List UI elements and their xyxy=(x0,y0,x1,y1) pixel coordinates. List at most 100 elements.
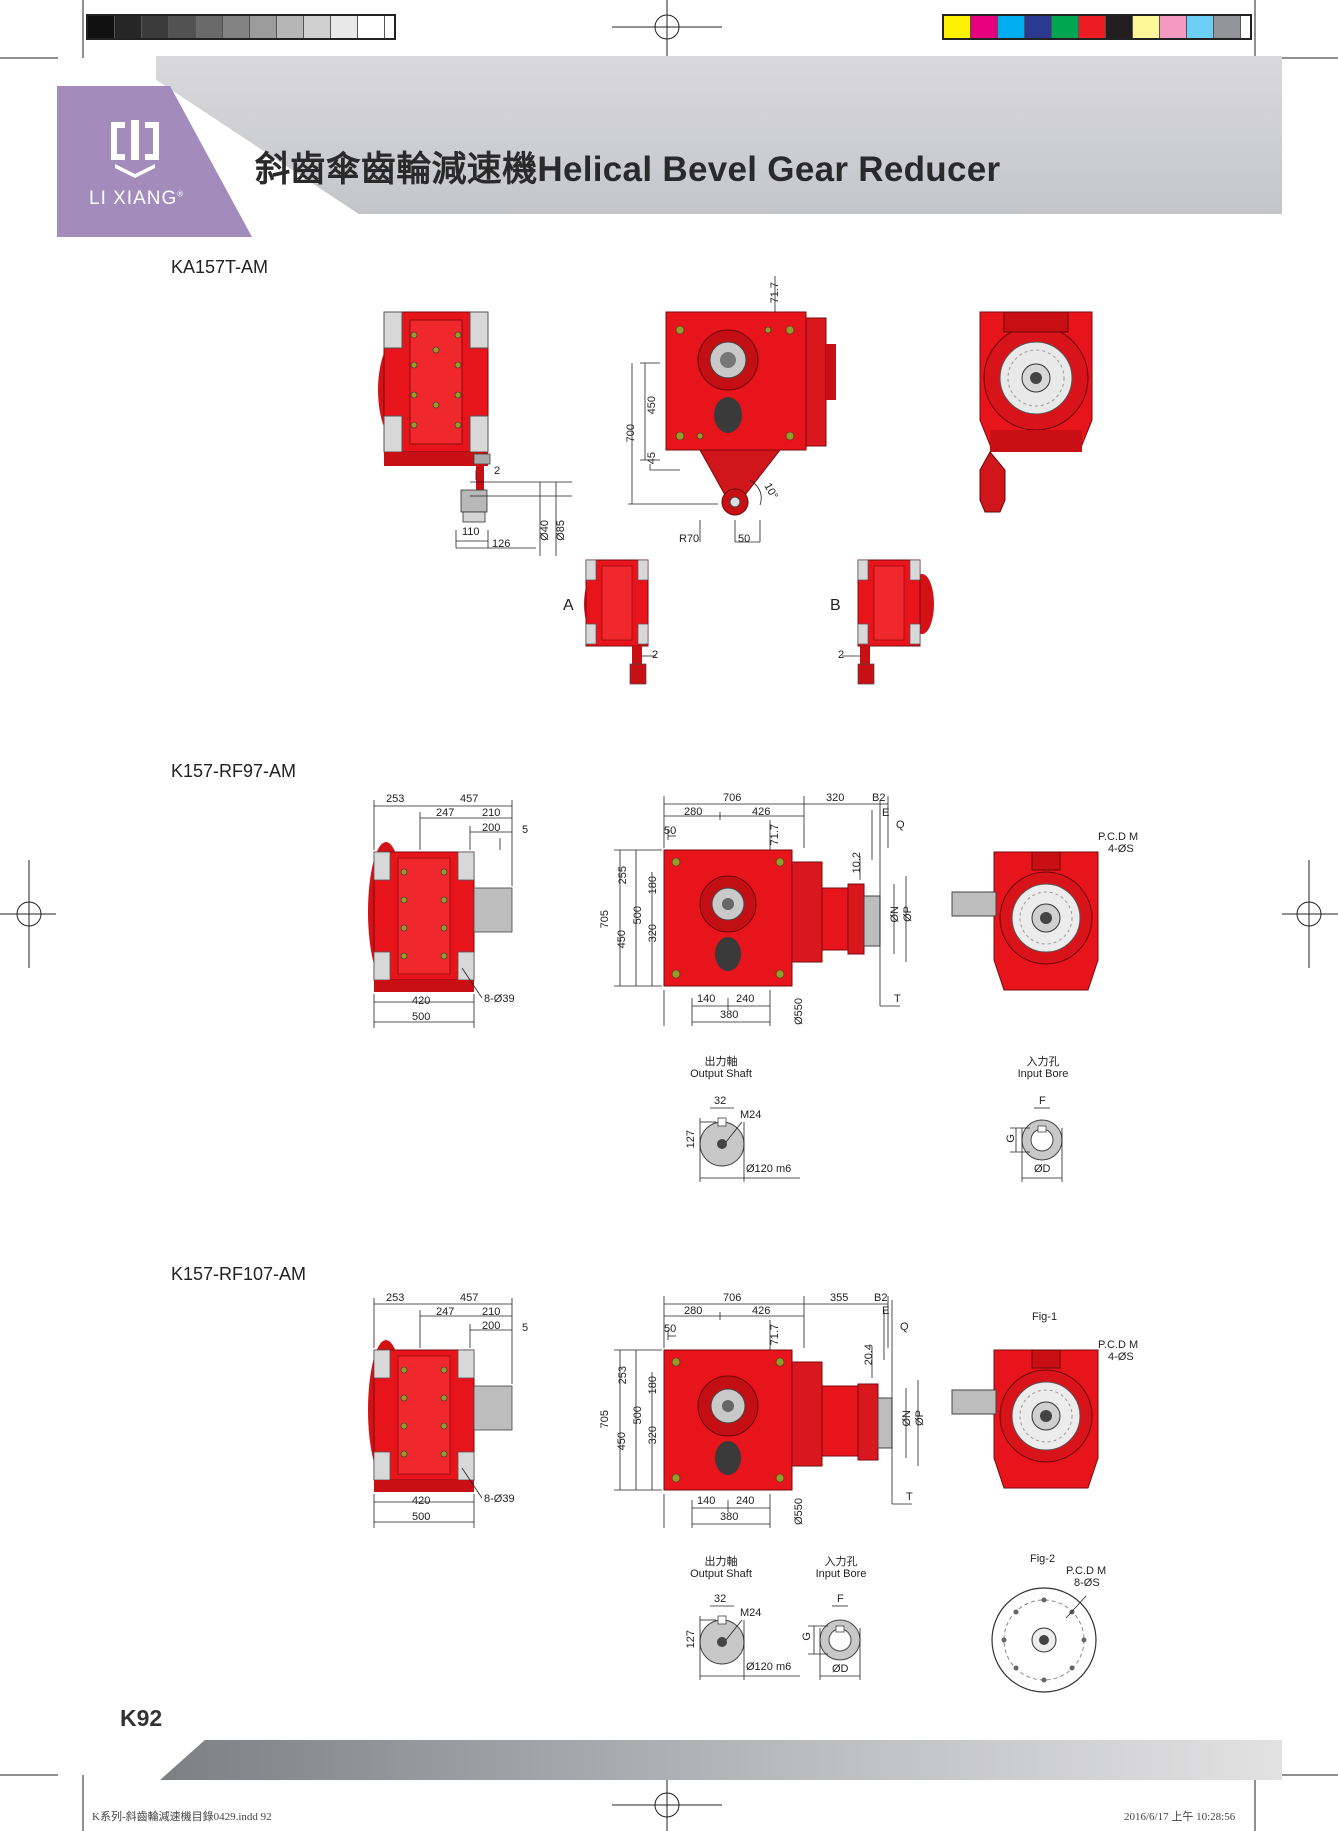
dim-label: 5 xyxy=(522,824,529,836)
dim-label: 253 xyxy=(386,793,405,805)
dim-label: 240 xyxy=(736,993,755,1005)
dim-label: E xyxy=(882,1305,890,1317)
dim-label: ØP xyxy=(914,1410,926,1426)
dim-label: Q xyxy=(896,819,905,831)
dim-label: Ø550 xyxy=(793,1498,805,1525)
dim-label: Ø120 m6 xyxy=(746,1163,792,1175)
dim-label: 426 xyxy=(752,806,771,818)
dim-label: 140 xyxy=(697,1495,716,1507)
dim-label: B2 xyxy=(874,1292,888,1304)
dim-label: 253 xyxy=(386,1292,405,1304)
dim-label: 706 xyxy=(723,792,742,804)
dim-label: 457 xyxy=(460,1292,479,1304)
dim-label: 8-ØS xyxy=(1074,1577,1100,1589)
dim-label: M24 xyxy=(740,1607,762,1619)
view-label-b: B xyxy=(830,597,841,614)
dim-label: 420 xyxy=(412,995,431,1007)
dim-label: 280 xyxy=(684,1305,703,1317)
dim-label: 380 xyxy=(720,1009,739,1021)
view-label-a: A xyxy=(563,597,574,614)
header-band xyxy=(156,56,1282,214)
dim-label: 450 xyxy=(616,1432,628,1451)
dim-label: 210 xyxy=(482,1306,501,1318)
drawing-ka157t-front xyxy=(378,276,1093,685)
dim-label: P.C.D M xyxy=(1098,831,1139,843)
dim-label: 705 xyxy=(599,1410,611,1429)
dim-label: 426 xyxy=(752,1305,771,1317)
dim-label: Ø120 m6 xyxy=(746,1661,792,1673)
logo-mark-icon xyxy=(111,120,159,178)
dim-label: 240 xyxy=(736,1495,755,1507)
dim-label: R70 xyxy=(679,533,700,545)
dim-label: 2 xyxy=(494,465,501,477)
page-number: K92 xyxy=(120,1705,163,1731)
fig-label: Fig-1 xyxy=(1032,1311,1058,1323)
dim-label: 420 xyxy=(412,1495,431,1507)
dim-label: G xyxy=(801,1632,813,1641)
dim-label: ØD xyxy=(832,1663,849,1675)
dim-label: ØN xyxy=(901,1410,913,1427)
dim-label: 50 xyxy=(738,533,751,545)
dim-label: 180 xyxy=(647,1376,659,1395)
dim-label: M24 xyxy=(740,1109,762,1121)
footer-file: K系列-斜齒輪減速機目錄0429.indd 92 xyxy=(92,1811,272,1823)
dim-label: 320 xyxy=(647,1426,659,1445)
dim-label: 126 xyxy=(492,538,511,550)
dim-label: 253 xyxy=(617,1366,629,1385)
dim-label: 2 xyxy=(838,649,845,661)
dim-label: P.C.D M xyxy=(1098,1339,1139,1351)
footer-band xyxy=(160,1740,1282,1780)
dim-label: 457 xyxy=(460,793,479,805)
dim-label: 247 xyxy=(436,807,455,819)
dim-label: 5 xyxy=(522,1322,529,1334)
dim-label: 280 xyxy=(684,806,703,818)
dim-label: 706 xyxy=(723,1292,742,1304)
dim-label: ØD xyxy=(1034,1163,1051,1175)
dim-label: 110 xyxy=(462,526,480,538)
dim-label: 127 xyxy=(685,1630,697,1649)
dim-label: F xyxy=(837,1593,844,1605)
dim-label: T xyxy=(906,1491,913,1503)
color-bar xyxy=(942,14,1252,40)
dim-label: 8-Ø39 xyxy=(484,1493,515,1505)
dim-label: 32 xyxy=(714,1593,727,1605)
dim-label: 500 xyxy=(632,1406,644,1425)
dim-label: 8-Ø39 xyxy=(484,993,515,1005)
dim-label: F xyxy=(1039,1095,1046,1107)
page-title: 斜齒傘齒輪減速機Helical Bevel Gear Reducer xyxy=(255,150,1001,189)
section-label-k157-rf107: K157-RF107-AM xyxy=(171,1264,307,1284)
dim-label: E xyxy=(882,807,890,819)
grayscale-bar xyxy=(86,14,396,40)
dim-label: 50 xyxy=(664,1323,677,1335)
footer-timestamp: 2016/6/17 上午 10:28:56 xyxy=(1124,1811,1236,1823)
drawing-k157-rf97 xyxy=(368,796,1099,1182)
dim-label: 380 xyxy=(720,1511,739,1523)
dim-label: 32 xyxy=(714,1095,727,1107)
dim-label: 320 xyxy=(826,792,845,804)
dim-label: 4-ØS xyxy=(1108,1351,1134,1363)
fig-label: Fig-2 xyxy=(1030,1553,1056,1565)
drawing-k157-rf107 xyxy=(368,1296,1099,1693)
dim-label: 200 xyxy=(482,822,501,834)
dim-label: Q xyxy=(900,1321,909,1333)
dim-label: B2 xyxy=(872,792,886,804)
section-label-ka157t: KA157T-AM xyxy=(171,257,269,277)
dim-label: 140 xyxy=(697,993,716,1005)
dim-label: 71.7 xyxy=(769,1324,781,1346)
dim-label: 210 xyxy=(482,807,501,819)
dim-label: 247 xyxy=(436,1306,455,1318)
dim-label: T xyxy=(894,993,901,1005)
section-label-k157-rf97: K157-RF97-AM xyxy=(171,761,297,781)
dim-label: 200 xyxy=(482,1320,501,1332)
dim-label: 500 xyxy=(412,1511,431,1523)
dim-label: 2 xyxy=(652,649,659,661)
dim-label: 355 xyxy=(830,1292,849,1304)
dim-label: 20.4 xyxy=(863,1344,875,1366)
dim-label: P.C.D M xyxy=(1066,1565,1107,1577)
dim-label: 50 xyxy=(664,825,677,837)
